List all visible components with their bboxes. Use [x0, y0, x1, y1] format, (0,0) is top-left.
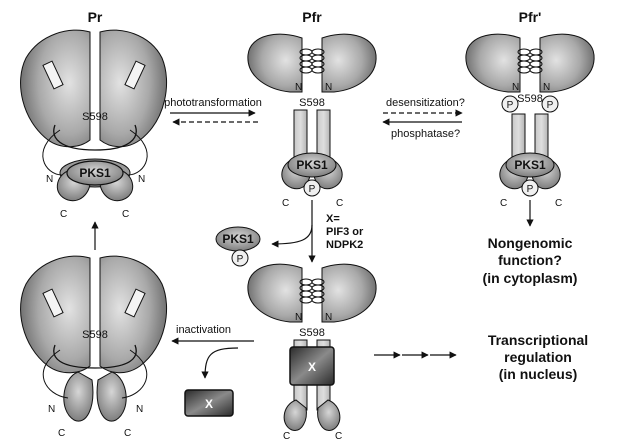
arrow-release-x: [205, 348, 238, 378]
pr-bottom-molecule: S598 N N C C: [21, 256, 167, 439]
pfr-pks1-label: PKS1: [296, 158, 328, 172]
prb-n-left: N: [48, 404, 55, 415]
pfrx-c-right: C: [335, 431, 342, 440]
pr-s598-label: S598: [82, 111, 108, 123]
pfr-molecule: Pfr N N S598 PKS1 P C C: [248, 9, 376, 209]
prb-left-foot: [64, 372, 93, 421]
pfrx-coil: [300, 279, 324, 303]
pfrp-p-right: P: [547, 100, 554, 111]
pfr-stem-right: [317, 110, 330, 160]
pfr-stem-left: [294, 110, 307, 160]
prb-s598-label: S598: [82, 329, 108, 341]
pfr-left-lobe: [248, 34, 302, 92]
free-pks1-label: PKS1: [222, 232, 254, 246]
pr-title: Pr: [88, 9, 103, 25]
pfrp-n-left: N: [512, 82, 519, 93]
pfrp-c-right: C: [555, 198, 562, 209]
pr-molecule: Pr S598 PKS1 N N C C: [21, 9, 167, 220]
phototransformation-label: phototransformation: [164, 97, 262, 109]
prb-c-right: C: [124, 428, 131, 439]
free-pks1: PKS1 P: [216, 227, 260, 266]
pfr-prime-molecule: Pfr' N N P P S598 PKS1 P C C: [466, 9, 594, 209]
free-x-label: X: [205, 397, 213, 411]
transcriptional-line-1: Transcriptional: [488, 332, 588, 348]
pfr-x-molecule: N N S598 X C C: [248, 264, 376, 440]
pfr-n-left: N: [295, 82, 302, 93]
ndpk2-label: NDPK2: [326, 239, 363, 251]
inactivation-label: inactivation: [176, 324, 231, 336]
pfrp-s598-label: S598: [517, 93, 543, 105]
pfrp-p-bottom: P: [527, 184, 534, 195]
pfr-coil: [300, 49, 324, 73]
pfr-s598-label: S598: [299, 97, 325, 109]
nongenomic-line-2: function?: [498, 252, 562, 268]
pfrx-s598-label: S598: [299, 327, 325, 339]
pr-n-right: N: [138, 174, 145, 185]
prb-right-foot: [97, 372, 126, 421]
arrow-release-pks1: [272, 225, 312, 244]
pfrp-p-left: P: [507, 100, 514, 111]
pfrx-c-left: C: [283, 431, 290, 440]
pr-n-left: N: [46, 174, 53, 185]
pfr-p-label: P: [309, 184, 316, 195]
free-x: X: [185, 390, 233, 416]
pfrx-x-label: X: [308, 360, 316, 374]
pfrp-c-left: C: [500, 198, 507, 209]
desensitization-label: desensitization?: [386, 97, 465, 109]
pfrp-coil: [518, 49, 542, 73]
transcriptional-line-3: (in nucleus): [499, 366, 578, 382]
prb-n-right: N: [136, 404, 143, 415]
prb-c-left: C: [58, 428, 65, 439]
pr-pks1-label: PKS1: [79, 166, 111, 180]
pfr-prime-title: Pfr': [519, 9, 542, 25]
pfrx-n-right: N: [325, 312, 332, 323]
pr-c-right: C: [122, 209, 129, 220]
pif3-label: PIF3 or: [326, 226, 364, 238]
x-eq-label: X=: [326, 213, 340, 225]
pfrp-n-right: N: [543, 82, 550, 93]
transcriptional-line-2: regulation: [504, 349, 572, 365]
free-pks1-p-label: P: [237, 254, 244, 265]
nongenomic-line-1: Nongenomic: [488, 235, 573, 251]
nongenomic-line-3: (in cytoplasm): [483, 270, 578, 286]
pr-c-left: C: [60, 209, 67, 220]
pfr-c-left: C: [282, 198, 289, 209]
pfrx-left-lobe: [248, 264, 302, 322]
phosphatase-label: phosphatase?: [391, 128, 460, 140]
pfrx-n-left: N: [295, 312, 302, 323]
pfr-n-right: N: [325, 82, 332, 93]
pfr-title: Pfr: [302, 9, 322, 25]
pfr-c-right: C: [336, 198, 343, 209]
pfrp-pks1-label: PKS1: [514, 158, 546, 172]
